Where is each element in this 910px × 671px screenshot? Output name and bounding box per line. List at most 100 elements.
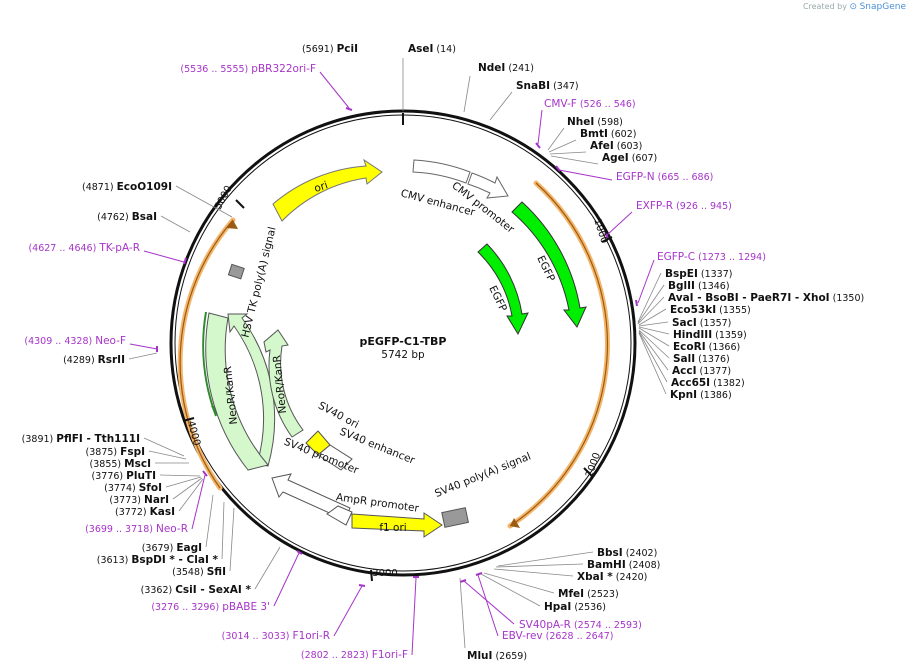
enzyme-position: (2402) [623, 548, 658, 559]
enzyme-position: (3679) [142, 543, 177, 554]
enzyme-label: Acc65I (1382) [671, 377, 745, 389]
enzyme-label: (3773) NarI [109, 494, 169, 506]
enzyme-position: (1350) [830, 293, 865, 304]
enzyme-name: HpaI [544, 601, 571, 613]
enzyme-position: (347) [550, 81, 579, 92]
feature-label: SV40 poly(A) signal [433, 450, 533, 500]
primer-label: (4309 .. 4328) Neo-F [24, 335, 126, 347]
enzyme-name: BmtI [580, 128, 608, 140]
enzyme-name: BbsI [597, 547, 623, 559]
enzyme-label: AseI (14) [408, 43, 456, 55]
enzyme-name: SacI [672, 317, 697, 329]
neor-kanr-inner-arrow [263, 329, 304, 438]
enzyme-name: BamHI [587, 559, 626, 571]
primer-name: pBR322ori-F [251, 63, 316, 75]
enzyme-position: (3773) [109, 495, 144, 506]
primer-label: EXFP-R (926 .. 945) [636, 200, 732, 212]
enzyme-name: MscI [124, 458, 151, 470]
primer-name: CMV-F [544, 98, 577, 110]
primer-label: (3699 .. 3718) Neo-R [85, 523, 188, 535]
enzyme-label: (3891) PflFI - Tth111I [22, 433, 140, 445]
primer-label: (3014 .. 3033) F1ori-R [222, 630, 330, 642]
enzyme-name: SnaBI [516, 80, 550, 92]
enzyme-name: XbaI * [577, 571, 613, 583]
tick-label: 3000 [372, 568, 397, 579]
enzyme-position: (3855) [90, 459, 125, 470]
tick-label: 5000 [213, 184, 235, 212]
enzyme-label: BglII (1346) [668, 280, 730, 292]
left-orange-arrowhead [226, 220, 238, 229]
enzyme-label: HpaI (2536) [544, 601, 606, 613]
enzyme-label: (3613) BspDI * - ClaI * [97, 554, 219, 566]
f1-ori-arrow [351, 512, 443, 538]
enzyme-name: MluI [467, 650, 492, 662]
enzyme-label: AvaI - BsoBI - PaeR7I - XhoI (1350) [668, 292, 864, 304]
enzyme-name: Acc65I [671, 377, 710, 389]
enzyme-label: BbsI (2402) [597, 547, 657, 559]
primer-name: Neo-R [156, 523, 188, 535]
enzyme-position: (602) [608, 129, 637, 140]
primer-label: (3276 .. 3296) pBABE 3' [151, 601, 270, 613]
enzyme-position: (4871) [82, 182, 117, 193]
primer-name: TK-pA-R [98, 242, 140, 254]
primer-range: (4309 .. 4328) [24, 336, 95, 347]
enzyme-label: SnaBI (347) [516, 80, 579, 92]
enzyme-label: NdeI (241) [478, 62, 534, 74]
egfp-outer-arrow [511, 201, 587, 328]
enzyme-position: (1386) [697, 390, 732, 401]
enzyme-label: (4289) RsrII [63, 354, 125, 366]
enzyme-label: EcoRI (1366) [673, 341, 740, 353]
enzyme-label: BamHI (2408) [587, 559, 660, 571]
enzyme-position: (2536) [571, 602, 606, 613]
feature-label: HSV TK poly(A) signal [240, 226, 279, 339]
enzyme-name: KpnI [670, 389, 697, 401]
enzyme-name: BspEI [665, 268, 698, 280]
primer-name: Neo-F [95, 335, 126, 347]
enzyme-position: (598) [594, 117, 623, 128]
enzyme-position: (4762) [97, 212, 132, 223]
enzyme-position: (2523) [584, 589, 619, 600]
primer-name: EBV-rev [502, 630, 543, 642]
neor-kanr-outer-band [205, 312, 269, 471]
enzyme-position: (4289) [63, 355, 98, 366]
enzyme-position: (1337) [698, 269, 733, 280]
enzyme-position: (3548) [172, 567, 207, 578]
enzyme-name: AgeI [602, 152, 629, 164]
primer-range: (5536 .. 5555) [180, 64, 251, 75]
primer-range: (926 .. 945) [673, 201, 732, 212]
enzyme-label: MluI (2659) [467, 650, 527, 662]
enzyme-name: BspDI * - ClaI * [131, 554, 218, 566]
enzyme-label: (3772) KasI [115, 506, 175, 518]
enzyme-name: SfiI [207, 566, 226, 578]
snapgene-credit: Created by ⊙ SnapGene [803, 2, 906, 12]
primer-name: F1ori-F [372, 649, 408, 661]
plasmid-name: pEGFP-C1-TBP [360, 335, 447, 348]
enzyme-name: MfeI [558, 588, 584, 600]
primer-range: (3014 .. 3033) [222, 631, 293, 642]
enzyme-name: PflFI - Tth111I [56, 433, 140, 445]
ori-feature-arrow [272, 158, 383, 222]
enzyme-label: (3855) MscI [90, 458, 151, 470]
enzyme-name: KasI [150, 506, 175, 518]
enzyme-label: Eco53kI (1355) [670, 304, 751, 316]
enzyme-position: (14) [433, 44, 456, 55]
primer-label: EGFP-C (1273 .. 1294) [657, 251, 766, 263]
enzyme-label: SacI (1357) [672, 317, 731, 329]
enzyme-label: BspEI (1337) [665, 268, 732, 280]
enzyme-position: (241) [505, 63, 534, 74]
enzyme-position: (3891) [22, 434, 57, 445]
enzyme-position: (1346) [695, 281, 730, 292]
primer-range: (3276 .. 3296) [151, 602, 222, 613]
enzyme-label: (3548) SfiI [172, 566, 226, 578]
enzyme-position: (3362) [141, 585, 176, 596]
enzyme-label: (4762) BsaI [97, 211, 157, 223]
primer-name: EGFP-C [657, 251, 695, 263]
enzyme-name: BglII [668, 280, 695, 292]
enzyme-label: (3362) CsiI - SexAI * [141, 584, 252, 596]
primer-range: (665 .. 686) [655, 172, 714, 183]
enzyme-label: (3776) PluTI [92, 470, 156, 482]
sv40-promoter-arrow [271, 473, 351, 521]
enzyme-name: FspI [120, 446, 145, 458]
primer-label: (2802 .. 2823) F1ori-F [301, 649, 408, 661]
